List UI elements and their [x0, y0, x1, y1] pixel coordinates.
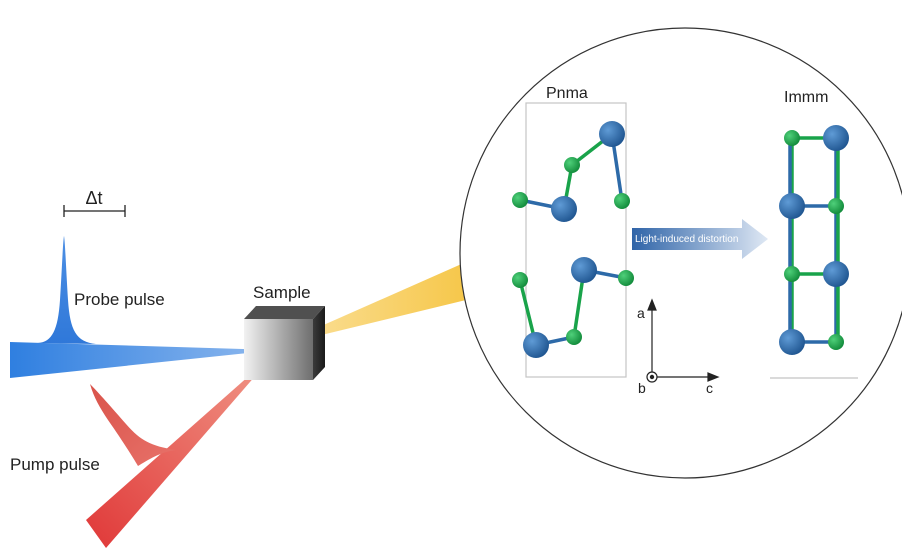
atom-green [828, 198, 844, 214]
pnma-atoms [512, 121, 634, 358]
atom-blue [779, 329, 805, 355]
distortion-arrow [632, 219, 768, 259]
atom-green [784, 266, 800, 282]
atom-blue [571, 257, 597, 283]
atom-blue [551, 196, 577, 222]
delta-t-label: Δt [85, 188, 102, 208]
probe-pulse-shape [38, 236, 96, 344]
immm-atoms [779, 125, 849, 355]
probe-beam [10, 342, 276, 378]
distortion-arrow-label: Light-induced distortion [635, 234, 738, 245]
sample-label: Sample [253, 283, 311, 302]
probe-pulse-label: Probe pulse [74, 290, 165, 309]
atom-green [784, 130, 800, 146]
atom-blue [779, 193, 805, 219]
atom-blue [823, 125, 849, 151]
atom-green [512, 192, 528, 208]
atom-blue [823, 261, 849, 287]
axis-a-label: a [637, 305, 645, 321]
pump-pulse-shape [90, 384, 176, 466]
delta-t-marker [63, 205, 126, 217]
axes [646, 298, 720, 383]
pnma-label: Pnma [546, 85, 588, 102]
atom-green [614, 193, 630, 209]
sample-cube [244, 306, 325, 380]
axis-c-label: c [706, 380, 713, 396]
pnma-unit-cell [525, 102, 627, 378]
axis-b-label: b [638, 380, 646, 396]
immm-label: Immm [784, 89, 828, 106]
atom-blue [523, 332, 549, 358]
atom-blue [599, 121, 625, 147]
atom-green [566, 329, 582, 345]
atom-green [512, 272, 528, 288]
atom-green [618, 270, 634, 286]
atom-green [564, 157, 580, 173]
pump-beam [86, 352, 276, 548]
atom-green [828, 334, 844, 350]
pump-pulse-label: Pump pulse [10, 455, 100, 474]
